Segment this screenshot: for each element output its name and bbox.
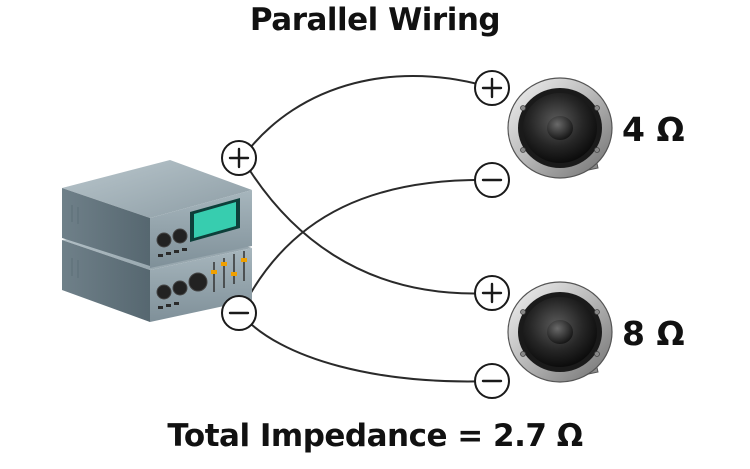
wires xyxy=(239,74,493,383)
speaker-bottom-positive-terminal xyxy=(474,275,510,311)
wire-amp-plus-to-bottom-plus xyxy=(241,157,493,295)
wire-amp-minus-to-top-minus xyxy=(239,178,493,314)
total-impedance-label: Total Impedance = 2.7 Ω xyxy=(167,418,583,454)
speaker-bottom-icon xyxy=(507,281,613,383)
speaker-top-positive-terminal xyxy=(474,70,510,106)
wire-amp-plus-to-top-plus xyxy=(241,74,493,159)
speaker-top-impedance-label: 4 Ω xyxy=(622,110,685,149)
amp-positive-terminal xyxy=(221,140,257,176)
speaker-bottom-negative-terminal xyxy=(474,363,510,399)
amp-negative-terminal xyxy=(221,295,257,331)
speaker-top-negative-terminal xyxy=(474,162,510,198)
speaker-bottom-impedance-label: 8 Ω xyxy=(622,314,685,353)
amplifier-icon xyxy=(62,160,252,322)
wire-amp-minus-to-bottom-minus xyxy=(239,312,493,383)
diagram-title: Parallel Wiring xyxy=(249,2,501,38)
speaker-top-icon xyxy=(507,77,613,179)
